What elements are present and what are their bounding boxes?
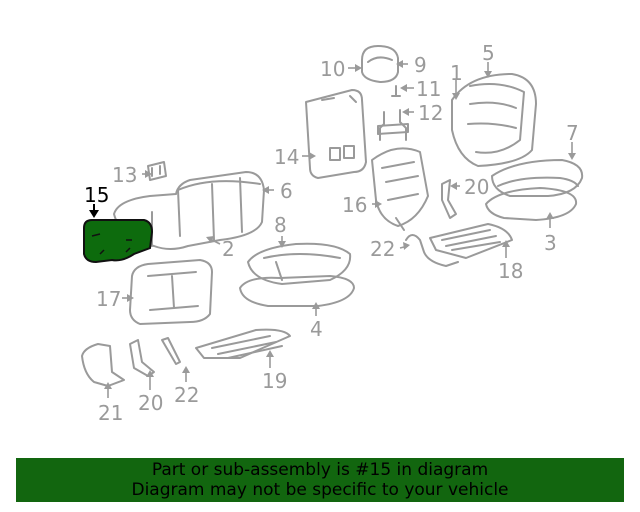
callout-22-right: 22 (370, 237, 395, 261)
callout-20-left: 20 (138, 391, 163, 415)
callout-10: 10 (320, 57, 345, 81)
part-right-cushion (491, 159, 584, 197)
part-rod (161, 337, 181, 365)
callout-20-right: 20 (464, 175, 489, 199)
part-back-panel (305, 89, 367, 179)
callouts: 10 9 11 12 1 5 7 14 13 6 20 16 15 2 8 3 … (84, 41, 579, 425)
callout-12: 12 (418, 101, 443, 125)
callout-22-left: 22 (174, 383, 199, 407)
part-right-seat-frame (429, 223, 513, 259)
callout-3: 3 (544, 231, 557, 255)
leader-lines (89, 60, 576, 398)
callout-7: 7 (566, 121, 579, 145)
callout-13: 13 (112, 163, 137, 187)
part-left-back-frame (129, 259, 213, 325)
part-left-cushion-pad (239, 275, 355, 307)
callout-8: 8 (274, 213, 287, 237)
callout-11: 11 (416, 77, 441, 101)
part-15-trim-panel (83, 219, 154, 264)
callout-14: 14 (274, 145, 299, 169)
callout-19: 19 (262, 369, 287, 393)
part-clip (147, 161, 167, 181)
callout-15: 15 (84, 183, 109, 207)
callout-21: 21 (98, 401, 123, 425)
callout-1: 1 (450, 61, 463, 85)
banner-line-1: Part or sub-assembly is #15 in diagram (151, 460, 489, 480)
part-side-trim (81, 343, 125, 387)
part-headrest-guide (377, 109, 409, 141)
callout-9: 9 (414, 53, 427, 77)
part-bracket-left (129, 339, 155, 377)
callout-2: 2 (222, 237, 235, 261)
part-bracket-right (441, 179, 457, 219)
callout-4: 4 (310, 317, 323, 341)
callout-17: 17 (96, 287, 121, 311)
part-right-cushion-pad (485, 187, 578, 221)
callout-6: 6 (280, 179, 293, 203)
callout-5: 5 (482, 41, 495, 65)
callout-16: 16 (342, 193, 367, 217)
part-headrest (361, 45, 399, 83)
info-banner: Part or sub-assembly is #15 in diagram D… (16, 458, 624, 502)
part-cable-right (405, 234, 459, 267)
part-bolt (391, 85, 401, 97)
part-seatback-frame (371, 147, 429, 231)
banner-line-2: Diagram may not be specific to your vehi… (131, 480, 509, 500)
seat-parts-diagram: 10 9 11 12 1 5 7 14 13 6 20 16 15 2 8 3 … (81, 41, 584, 425)
part-left-seat-frame (195, 328, 291, 359)
callout-18: 18 (498, 259, 523, 283)
part-right-seatback (451, 73, 537, 167)
